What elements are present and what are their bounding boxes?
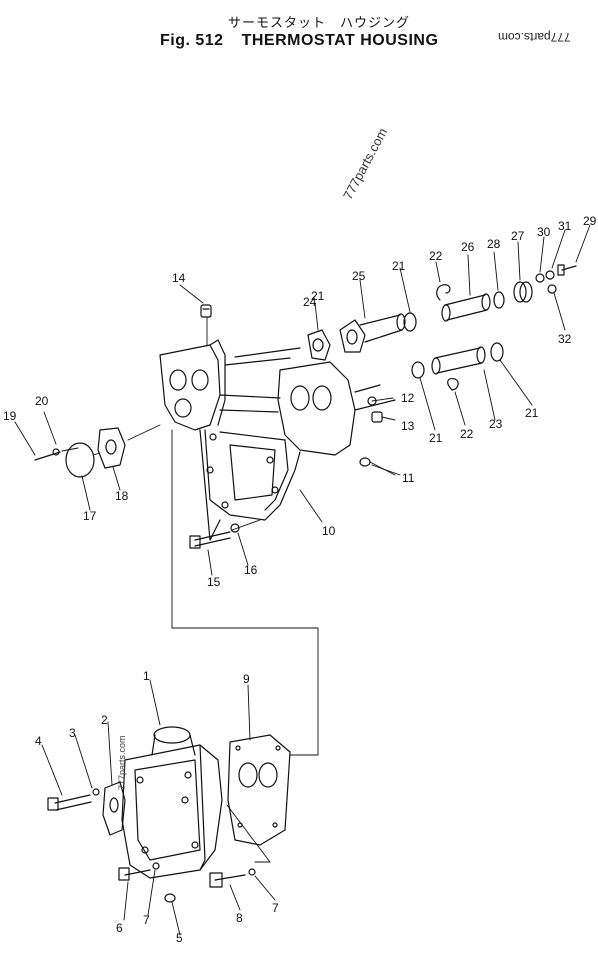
callout-13: 13: [401, 419, 415, 433]
callout-22b: 22: [460, 427, 474, 441]
figure-number: Fig. 512: [160, 32, 224, 49]
callout-1: 1: [143, 669, 150, 683]
callout-21c: 21: [525, 406, 539, 420]
callout-21b: 21: [429, 431, 443, 445]
callout-26: 26: [461, 240, 475, 254]
small-gaskets: [65, 427, 126, 836]
callout-10: 10: [322, 524, 336, 538]
callout-9: 9: [243, 672, 250, 686]
gasket-9: [227, 734, 291, 846]
callout-24: 24: [303, 295, 317, 309]
japanese-title: サーモスタット ハウジング: [228, 16, 411, 31]
callout-23: 23: [489, 417, 503, 431]
fasteners: [34, 304, 383, 903]
callout-6: 6: [116, 921, 123, 935]
guide-lines: [61, 317, 396, 863]
callout-11: 11: [402, 471, 415, 485]
header: サーモスタット ハウジング Fig. 512 THERMOSTAT HOUSING…: [0, 0, 598, 60]
callout-21d: 21: [311, 289, 325, 303]
callout-4: 4: [35, 734, 42, 748]
callout-7a: 7: [143, 913, 150, 927]
callout-29: 29: [583, 214, 597, 228]
callout-2: 2: [101, 713, 108, 727]
lower-housing: [121, 726, 223, 879]
callout-labels: 1 2 3 4 5 6 7 7 8 9 10 11 12 13 14 15 16…: [3, 214, 597, 945]
callout-28: 28: [487, 237, 501, 251]
figure-title: Fig. 512 THERMOSTAT HOUSING: [160, 32, 438, 50]
clips: [436, 284, 459, 391]
fittings: [513, 264, 577, 303]
callout-18: 18: [115, 489, 129, 503]
o-rings: [403, 291, 505, 379]
pipes: [339, 293, 491, 375]
callout-30: 30: [537, 225, 551, 239]
callout-21a: 21: [392, 259, 406, 273]
figure-name: THERMOSTAT HOUSING: [241, 32, 439, 49]
callout-19: 19: [3, 409, 17, 423]
watermark-on-part: 777parts.com: [117, 735, 127, 790]
leader-lines: [14, 224, 591, 936]
callout-14: 14: [172, 271, 186, 285]
callout-15: 15: [207, 575, 221, 589]
callout-5: 5: [176, 931, 183, 945]
upper-housing: [159, 339, 396, 541]
callout-20: 20: [35, 394, 49, 408]
callout-32: 32: [558, 332, 572, 346]
callout-25: 25: [352, 269, 366, 283]
callout-22a: 22: [429, 249, 443, 263]
callout-17: 17: [83, 509, 97, 523]
callout-8: 8: [236, 911, 243, 925]
callout-7b: 7: [272, 901, 279, 915]
callout-12: 12: [401, 391, 415, 405]
callout-27: 27: [511, 229, 525, 243]
callout-3: 3: [69, 726, 76, 740]
callout-31: 31: [558, 219, 572, 233]
gasket-24: [307, 329, 331, 361]
callout-16: 16: [244, 563, 258, 577]
